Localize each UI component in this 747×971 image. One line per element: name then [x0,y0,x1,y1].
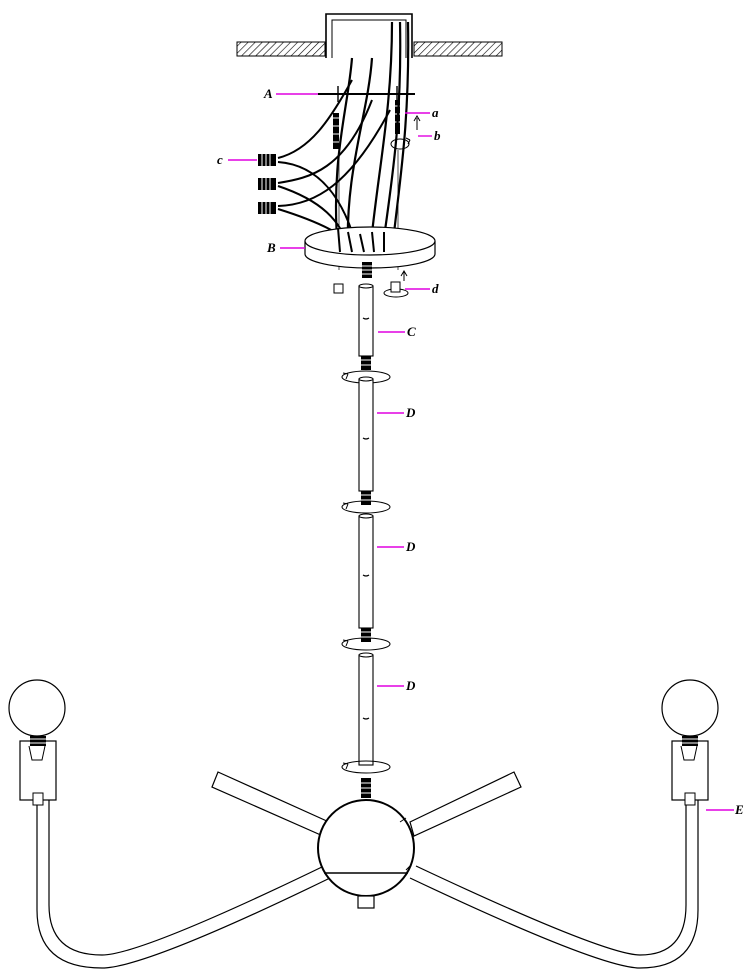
upper-arm-left [211,771,330,837]
arm-left [36,800,331,969]
rotation-arrow-2 [341,500,391,514]
label-D-1: D [405,405,416,420]
upper-arm-right [409,771,522,837]
lamp-left [8,679,66,806]
label-D-2: D [405,539,416,554]
canopy-nut-left [333,283,344,294]
rod-d-3 [358,652,374,766]
label-C: C [407,324,416,339]
rotation-arrow-4 [341,760,391,774]
label-B: B [266,240,276,255]
label-c: c [217,152,223,167]
junction-box [325,13,413,58]
part-labels: A a b c B d C D D D E [217,86,744,817]
canopy-nipple [360,262,374,278]
lock-washer [390,115,421,150]
wire-connectors [258,154,276,214]
mounting-screw-left [331,113,341,149]
center-body [317,799,415,909]
canopy-cap-nut [383,270,409,298]
leader-lines [228,93,734,811]
body-nipple [359,778,373,798]
canopy [304,226,436,269]
lamp-right [661,679,719,806]
ceiling [236,41,503,57]
rod-c [358,283,374,370]
label-a: a [432,105,439,120]
wire-connector-3 [258,202,276,214]
arm-right [409,800,699,969]
rod-d-2 [358,513,374,642]
label-D-3: D [405,678,416,693]
rod-d-1 [358,376,374,505]
label-E: E [734,802,744,817]
label-A: A [263,86,273,101]
label-d: d [432,281,439,296]
label-b: b [434,128,441,143]
rotation-arrow-3 [341,637,391,651]
wire-connector-1 [258,154,276,166]
wire-connector-2 [258,178,276,190]
